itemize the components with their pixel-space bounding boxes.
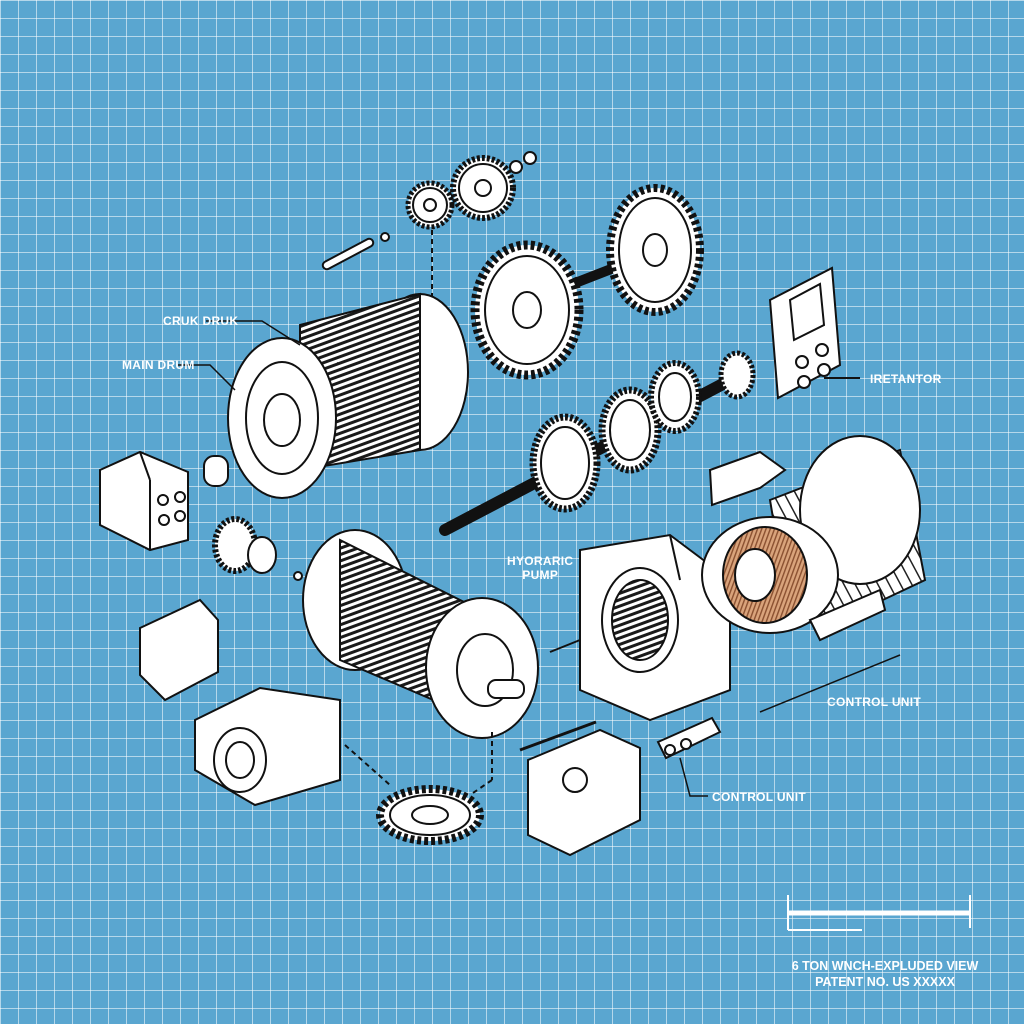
large-gear-shaft (470, 184, 704, 380)
label-control-unit-lower: CONTROL UNIT (712, 790, 807, 804)
patent-number: PATENT NO. US XXXXX (815, 975, 955, 989)
valve-block (519, 716, 722, 857)
label-control-unit-upper: CONTROL UNIT (827, 695, 922, 709)
small-gear-top-1 (405, 180, 455, 230)
scale-bar (787, 895, 971, 931)
pin-part (321, 232, 390, 271)
title-block: 6 TON WNCH-EXPLUDED VIEW PATENT NO. US X… (790, 958, 980, 990)
lower-drum (302, 529, 539, 739)
small-gear-top-2 (450, 155, 516, 221)
upper-drum (227, 292, 469, 499)
label-hydraulic-pump: HYORARIC PUMP (507, 554, 573, 582)
electric-motor (701, 435, 927, 642)
gear-train-shaft (439, 350, 756, 536)
label-crank-drum: CRUK DRUK (163, 314, 239, 328)
label-hydraulic-pump-line2: PUMP (522, 568, 559, 582)
small-gears-left (212, 516, 303, 581)
gearbox-lower (139, 598, 391, 807)
label-main-drum: MAIN DRUM (122, 358, 195, 372)
label-hydraulic-pump-line1: HYORARIC (507, 554, 574, 568)
hydraulic-pump-housing (549, 533, 731, 722)
control-panel-part (768, 266, 860, 400)
label-retentor: IRETANTOR (870, 372, 942, 386)
drawing-title: 6 TON WNCH-EXPLUDED VIEW (791, 959, 979, 973)
loose-ring-gear (376, 732, 493, 845)
gearbox-left (99, 450, 229, 552)
